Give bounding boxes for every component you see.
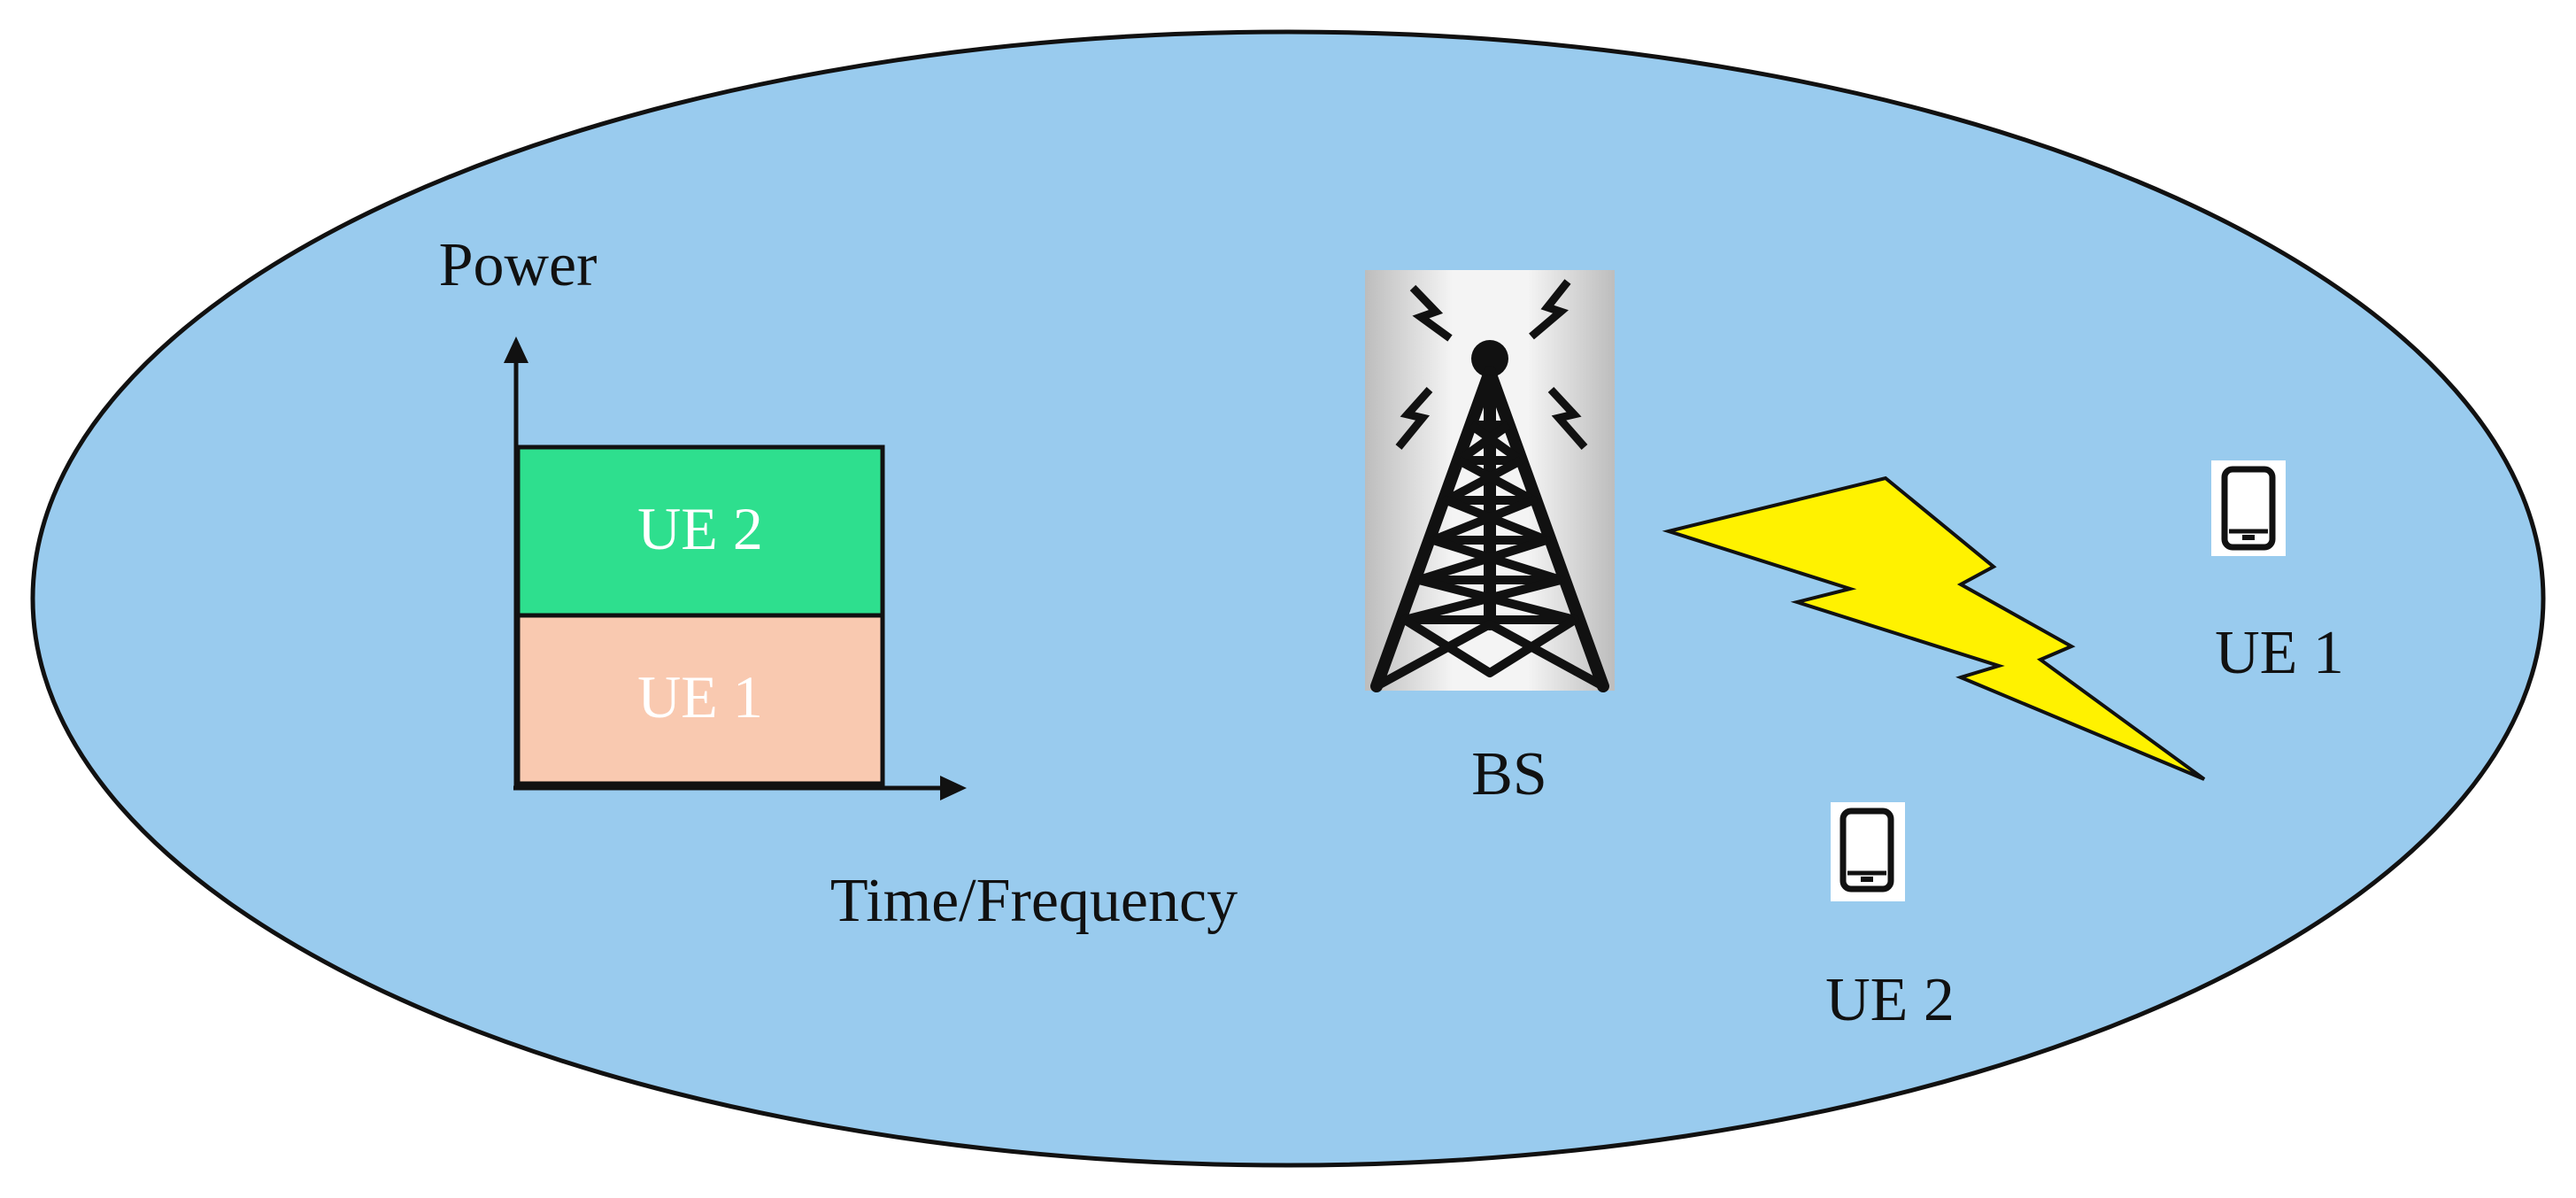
y-axis-label: Power bbox=[439, 231, 598, 299]
ue2-label: UE 2 bbox=[1825, 966, 1955, 1034]
ue2-power-bar bbox=[515, 444, 885, 618]
x-axis-arrow-icon bbox=[940, 776, 967, 800]
base-station-label: BS bbox=[1471, 740, 1547, 808]
ue1-device: UE 1 bbox=[2211, 460, 2344, 687]
ue2-bar-label: UE 2 bbox=[637, 495, 763, 562]
smartphone-icon bbox=[1839, 808, 1894, 893]
ue2-device: UE 2 bbox=[1825, 802, 1955, 1034]
lightning-bolt-icon bbox=[1662, 475, 2206, 781]
smartphone-icon bbox=[2221, 466, 2276, 551]
ue1-bar-label: UE 1 bbox=[637, 663, 763, 730]
y-axis-arrow-icon bbox=[504, 336, 528, 363]
cell-coverage-area bbox=[30, 29, 2546, 1168]
cell-tower-icon bbox=[1365, 270, 1615, 692]
x-axis-label: Time/Frequency bbox=[830, 867, 1238, 935]
ue1-label: UE 1 bbox=[2215, 619, 2344, 687]
ue1-power-bar bbox=[515, 613, 885, 786]
power-allocation-chart: UE 2 UE 1 Power Time/Frequency bbox=[439, 231, 1238, 935]
base-station: BS bbox=[1365, 270, 1615, 808]
